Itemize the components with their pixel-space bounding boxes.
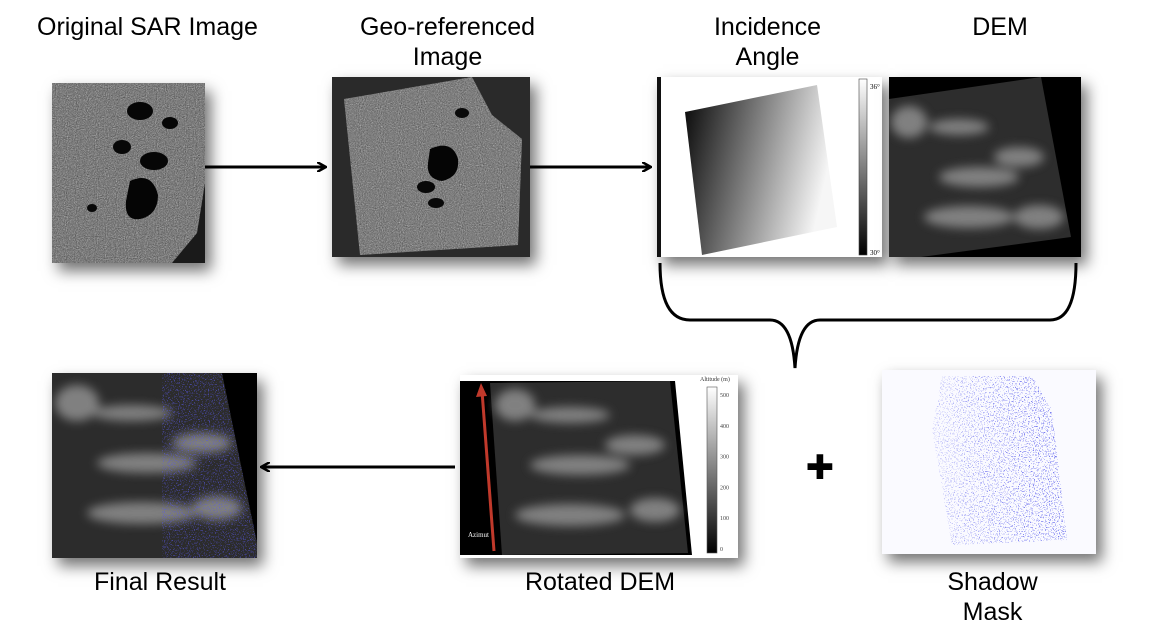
label-dem: DEM [972, 13, 1028, 41]
shadow-mask-image [882, 370, 1096, 554]
rotated-dem-image: Azimut Altitude (m) 500 400 300 200 100 0 [460, 375, 738, 558]
label-final-result: Final Result [94, 568, 226, 596]
label-shadow-mask: Shadow Mask [947, 568, 1038, 626]
dem-colorbar-tick: 0 [720, 547, 723, 553]
dem-colorbar-tick: 100 [720, 516, 729, 522]
label-geo-referenced-image: Geo-referenced Image [359, 13, 536, 71]
incidence-colorbar-top: 36° [870, 83, 880, 91]
label-original-sar-image: Original SAR Image [37, 13, 258, 41]
incidence-angle-image: 36° 30° [657, 77, 882, 257]
original-sar-image [52, 83, 205, 263]
dem-colorbar-title: Altitude (m) [700, 376, 730, 383]
dem-colorbar-tick: 300 [720, 455, 729, 461]
label-rotated-dem: Rotated DEM [524, 568, 676, 596]
azimuth-label: Azimut [468, 531, 489, 539]
dem-colorbar-tick: 200 [720, 485, 729, 491]
geo-referenced-image [332, 77, 530, 257]
dem-colorbar-tick: 400 [720, 424, 729, 430]
dem-image [889, 77, 1081, 257]
azimuth-arrow [480, 390, 496, 552]
label-incidence-angle: Incidence Angle [713, 13, 822, 71]
plus-icon: ✚ [805, 449, 835, 487]
dem-colorbar-tick: 500 [720, 393, 729, 399]
curly-brace [658, 262, 1078, 369]
incidence-colorbar-bottom: 30° [870, 249, 880, 257]
final-result-image [52, 373, 257, 558]
